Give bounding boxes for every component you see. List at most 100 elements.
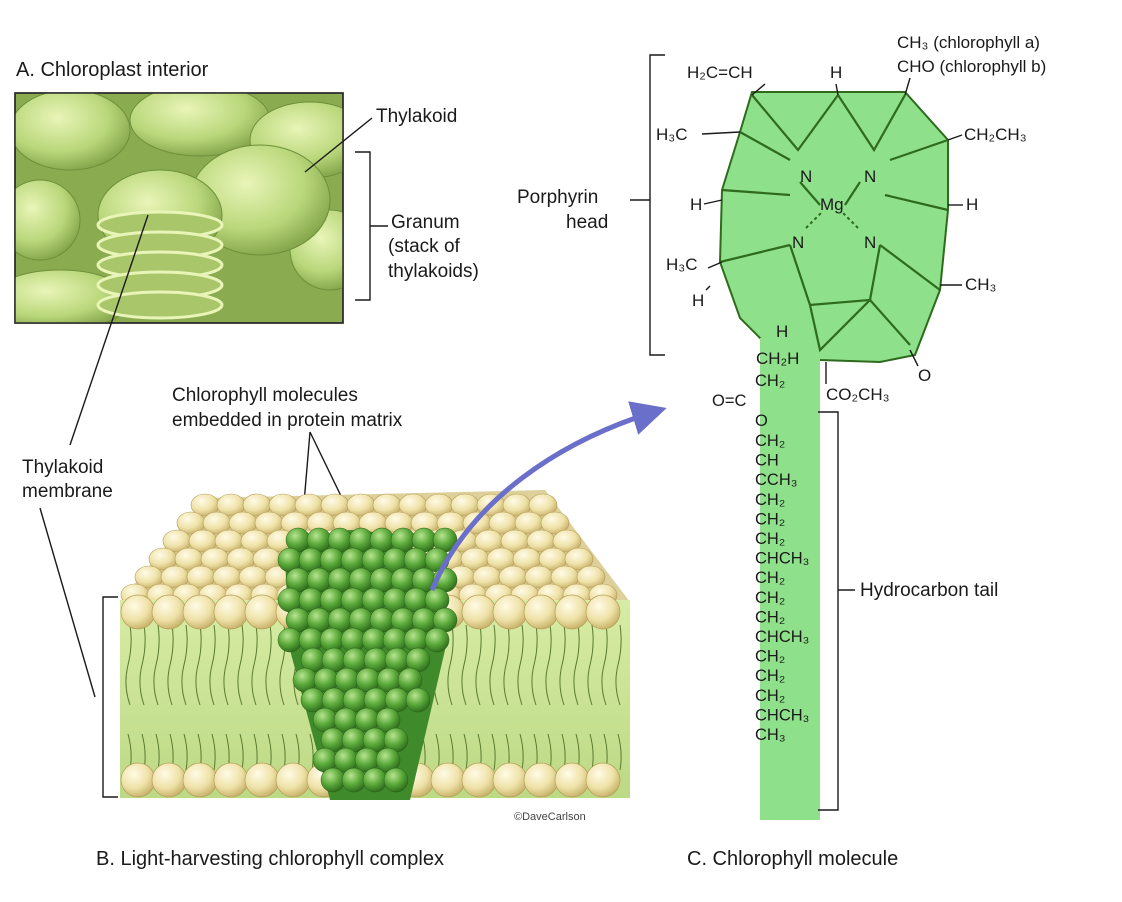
tail-unit: CH₂ bbox=[755, 510, 785, 528]
tail-unit: CCH₃ bbox=[755, 471, 797, 489]
lipid-tail-lower bbox=[617, 733, 622, 771]
lipid-tail-upper bbox=[223, 624, 230, 706]
n2-label: N bbox=[864, 167, 876, 186]
panel-a-caption: A. Chloroplast interior bbox=[16, 59, 209, 81]
granum-disc-4 bbox=[96, 290, 224, 320]
lipid-head-lower bbox=[213, 762, 249, 798]
tail-unit: CH₂ bbox=[755, 589, 785, 607]
n1-label: N bbox=[800, 167, 812, 186]
tail-bracket bbox=[818, 411, 839, 811]
lipid-head-upper bbox=[120, 594, 156, 630]
porphyrin-label-1: Porphyrin bbox=[517, 187, 598, 208]
lipid-tail-lower bbox=[519, 733, 524, 771]
tail-chain: CH₂O=COCH₂CHCCH₃CH₂CH₂CH₂CHCH₃CH₂CH₂CH₂C… bbox=[712, 372, 809, 744]
lipid-head-top bbox=[528, 493, 558, 517]
lipid-head-lower bbox=[120, 762, 156, 798]
lipid-tail-upper bbox=[139, 624, 146, 706]
thylakoid-leader bbox=[304, 117, 373, 173]
protein-globule bbox=[341, 767, 367, 793]
lipid-head-upper bbox=[554, 594, 590, 630]
lipid-tail-upper bbox=[181, 624, 188, 706]
lipid-tail-upper bbox=[447, 624, 454, 706]
lipid-head-lower bbox=[151, 762, 187, 798]
tail-label: Hydrocarbon tail bbox=[860, 580, 998, 601]
protein-globule bbox=[362, 767, 388, 793]
lipid-head-upper bbox=[182, 594, 218, 630]
panel-c-caption: C. Chlorophyll molecule bbox=[687, 848, 898, 870]
dome-3 bbox=[15, 179, 81, 261]
sub-keto-o: O bbox=[918, 366, 931, 385]
lipid-head-upper bbox=[523, 594, 559, 630]
variant-b-text: CHO (chlorophyll b) bbox=[897, 57, 1046, 76]
lipid-tail-upper bbox=[503, 624, 510, 706]
membrane-illustration bbox=[120, 490, 630, 800]
lipid-head-upper bbox=[151, 594, 187, 630]
porphyrin-bracket bbox=[649, 54, 665, 356]
lipid-head-lower bbox=[461, 762, 497, 798]
granum-label-1: Granum bbox=[391, 212, 460, 233]
n3-label: N bbox=[792, 233, 804, 252]
granum-label-2: (stack of bbox=[388, 236, 461, 257]
lipid-tail-lower bbox=[211, 733, 216, 771]
lipid-tail-upper bbox=[237, 624, 244, 706]
lipid-tail-upper bbox=[153, 624, 160, 706]
lipid-head-lower bbox=[554, 762, 590, 798]
lipid-tail-upper bbox=[559, 624, 566, 706]
lipid-tail-upper bbox=[251, 624, 258, 706]
chlorophyll-label-2: embedded in protein matrix bbox=[172, 410, 403, 431]
lipid-head-lower bbox=[275, 762, 311, 798]
lipid-head-lower bbox=[492, 762, 528, 798]
porphyrin-ring-fill bbox=[718, 91, 949, 364]
lipid-tail-lower bbox=[309, 733, 314, 771]
lipid-tail-upper bbox=[587, 624, 594, 706]
protein-globule bbox=[383, 767, 409, 793]
tail-unit: CH₂ bbox=[755, 687, 785, 705]
protein-globule bbox=[277, 627, 303, 653]
membrane-leader bbox=[69, 214, 149, 446]
lipid-head-upper bbox=[461, 594, 497, 630]
lipid-tail-upper bbox=[461, 624, 468, 706]
lipid-tail-upper bbox=[573, 624, 580, 706]
granum-label-3: thylakoids) bbox=[388, 261, 479, 282]
panel-b-caption: B. Light-harvesting chlorophyll complex bbox=[96, 848, 444, 870]
sub-ester: CO₂CH₃ bbox=[826, 385, 890, 404]
tail-unit: O bbox=[755, 412, 768, 430]
porphyrin-label-2: head bbox=[566, 212, 608, 233]
lipid-tail-upper bbox=[167, 624, 174, 706]
lipid-head-top bbox=[576, 565, 606, 589]
tail-unit: CHCH₃ bbox=[755, 706, 809, 724]
tail-unit: CH bbox=[755, 452, 779, 470]
sub-right-upper: CH₂CH₃ bbox=[964, 125, 1027, 144]
dome-0 bbox=[15, 93, 131, 171]
tail-unit: CHCH₃ bbox=[755, 628, 809, 646]
protein-globule bbox=[320, 767, 346, 793]
lipid-tail-upper bbox=[475, 624, 482, 706]
lipid-tail-upper bbox=[531, 624, 538, 706]
lipid-tail-upper bbox=[265, 624, 272, 706]
credit-text: ©DaveCarlson bbox=[514, 811, 586, 823]
protein-globule bbox=[405, 687, 431, 713]
zoom-arrow bbox=[429, 401, 667, 591]
sub-left-lower-h: H bbox=[692, 291, 704, 310]
lipid-head-top bbox=[552, 529, 582, 553]
lipid-head-lower bbox=[182, 762, 218, 798]
lipid-head-top bbox=[540, 511, 570, 535]
membrane-label-2: membrane bbox=[22, 481, 113, 502]
protein-globule bbox=[424, 627, 450, 653]
lipid-tail-upper bbox=[615, 624, 622, 706]
tail-unit: CH₂ bbox=[755, 608, 785, 626]
tail-unit: CH₂ bbox=[755, 648, 785, 666]
sub-left-mid: H bbox=[690, 195, 702, 214]
sub-left-lower: H₃C bbox=[666, 255, 697, 274]
lipid-head-upper bbox=[585, 594, 621, 630]
lipid-head-upper bbox=[244, 594, 280, 630]
lipid-head-upper bbox=[492, 594, 528, 630]
lipid-head-lower bbox=[244, 762, 280, 798]
sub-bottom-h: H bbox=[776, 322, 788, 341]
lipid-tail-upper bbox=[545, 624, 552, 706]
sub-ch2h: CH₂H bbox=[756, 349, 799, 368]
membrane-label-1: Thylakoid bbox=[22, 457, 103, 478]
lipid-tail-lower bbox=[183, 733, 188, 771]
